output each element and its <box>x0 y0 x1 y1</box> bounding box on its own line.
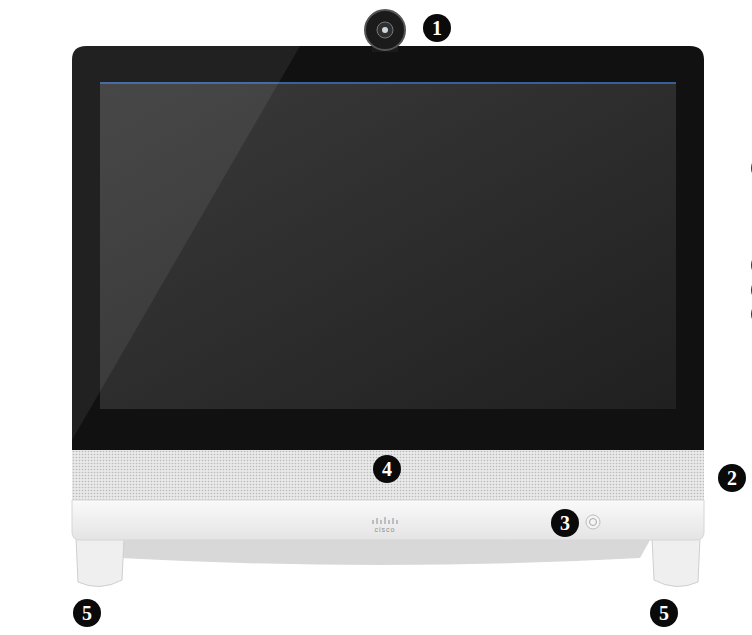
callout-number: 2 <box>718 464 746 492</box>
callout-number: 1 <box>423 14 451 42</box>
callout-number: 5 <box>73 599 101 627</box>
callout-number: 5 <box>650 599 678 627</box>
callout-number: 3 <box>551 509 579 537</box>
brand-logo: cisco <box>375 526 396 534</box>
callout-number: 4 <box>373 455 401 483</box>
